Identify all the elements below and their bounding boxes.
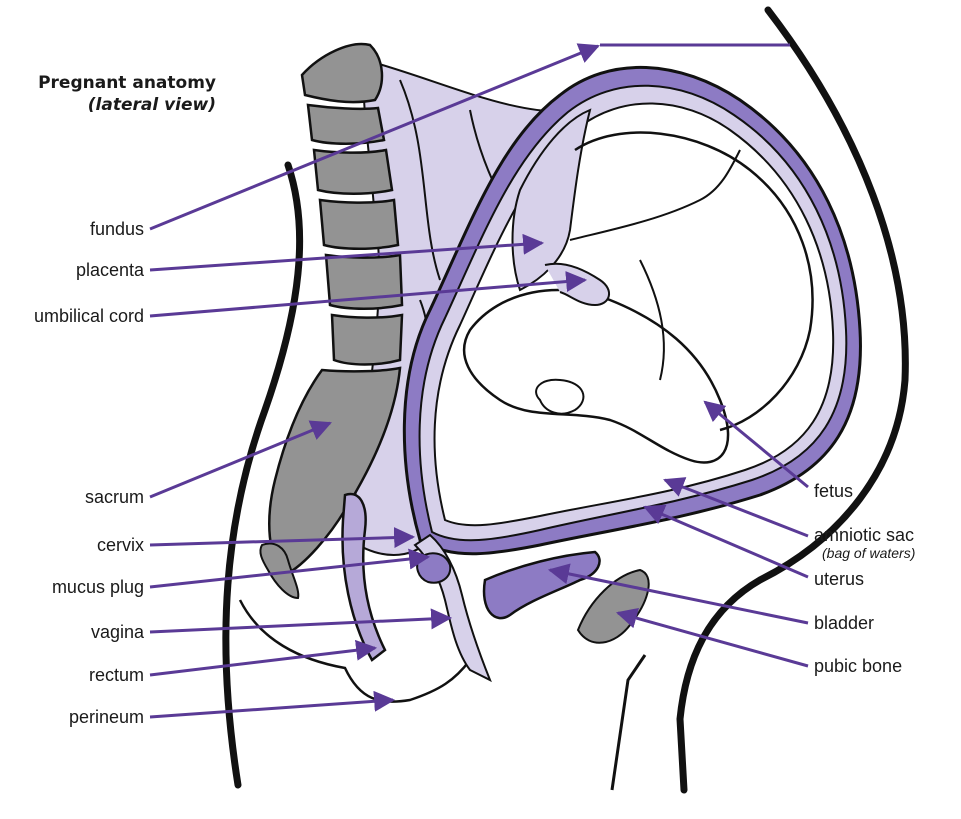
label-rectum: rectum [89,665,144,685]
pointer-uterus [645,507,808,577]
bladder-organ [484,552,600,618]
label-mucus-plug: mucus plug [52,577,144,597]
label-pubic-bone: pubic bone [814,656,902,676]
label-fetus: fetus [814,481,853,501]
label-umbilical-cord: umbilical cord [34,306,144,326]
label-sacrum: sacrum [85,487,144,507]
label-bladder: bladder [814,613,874,633]
label-amniotic-sac: amniotic sac [814,525,914,545]
pointer-perineum [150,700,393,717]
label-placenta: placenta [76,260,145,280]
pubic-bone-shape [578,570,649,643]
label-cervix: cervix [97,535,144,555]
label-vagina: vagina [91,622,145,642]
thigh-outline [612,655,645,790]
label-amniotic-sac-note: (bag of waters) [822,545,915,561]
pointer-vagina [150,618,450,632]
pointer-rectum [150,648,375,675]
label-uterus: uterus [814,569,864,589]
label-perineum: perineum [69,707,144,727]
label-fundus: fundus [90,219,144,239]
